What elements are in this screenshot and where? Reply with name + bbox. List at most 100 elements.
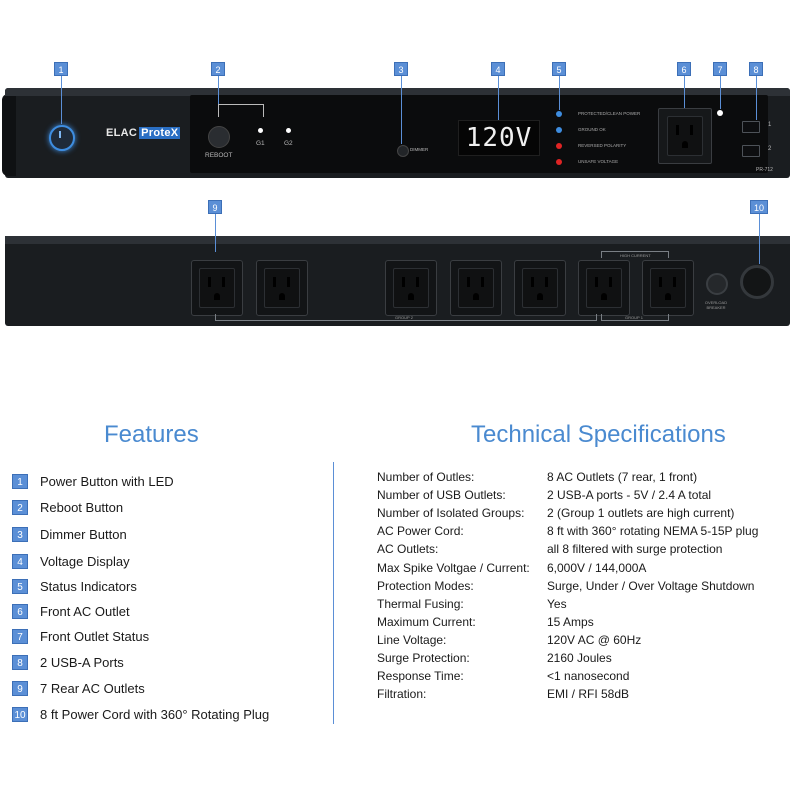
outlet-slot: [467, 277, 470, 287]
rear-outlet[interactable]: [514, 260, 566, 316]
outlet-slot: [402, 277, 405, 287]
power-button[interactable]: [49, 125, 75, 151]
outlet-slot: [676, 125, 679, 135]
outlet-ground: [214, 293, 220, 300]
rear-outlet[interactable]: [450, 260, 502, 316]
outlet-face: [522, 268, 558, 308]
feature-number: 2: [12, 500, 28, 515]
feature-text: 7 Rear AC Outlets: [40, 681, 145, 696]
brand-highlight: ProteX: [139, 127, 181, 139]
callout-leader: [684, 76, 685, 108]
dimmer-button[interactable]: [397, 145, 409, 157]
features-title: Features: [104, 421, 199, 448]
voltage-display: 120V: [458, 120, 540, 156]
outlet-face: [650, 268, 686, 308]
spec-value: 2160 Joules: [547, 651, 612, 665]
spec-value: 6,000V / 144,000A: [547, 560, 647, 575]
outlet-ground: [279, 293, 285, 300]
feature-text: 2 USB-A Ports: [40, 655, 124, 670]
spec-label: Filtration:: [377, 687, 427, 702]
callout-marker-6: 6: [677, 62, 691, 76]
dimmer-label: DIMMER: [410, 147, 429, 152]
callout-leader: [559, 76, 560, 110]
outlet-face: [264, 268, 300, 308]
feature-text: Voltage Display: [40, 554, 130, 569]
callout-marker-9: 9: [208, 200, 222, 214]
spec-label: AC Outlets:: [377, 542, 439, 557]
feature-text: 8 ft Power Cord with 360° Rotating Plug: [40, 707, 270, 722]
usb-port-2[interactable]: [742, 145, 760, 157]
rear-outlet[interactable]: [642, 260, 694, 316]
feature-number: 4: [12, 554, 28, 569]
g2-led: [286, 128, 291, 133]
rear-outlet[interactable]: [578, 260, 630, 316]
feature-number: 9: [12, 681, 28, 696]
power-cord-plug[interactable]: [740, 265, 774, 299]
feature-number: 1: [12, 474, 28, 489]
rear-outlet[interactable]: [256, 260, 308, 316]
callout-leader: [61, 76, 62, 124]
callout-leader: [759, 214, 760, 264]
overload-breaker[interactable]: [706, 273, 728, 295]
usb-label-2: 2: [768, 146, 772, 152]
group-bracket: [218, 104, 264, 117]
outlet-ground: [682, 141, 688, 148]
reboot-button[interactable]: [208, 126, 230, 148]
feature-number: 3: [12, 527, 28, 542]
spec-value: 15 Amps: [547, 614, 594, 629]
feature-text: Dimmer Button: [40, 527, 127, 542]
callout-marker-2: 2: [211, 62, 225, 76]
feature-number: 10: [12, 707, 28, 722]
feature-number: 8: [12, 655, 28, 670]
outlet-slot: [481, 277, 484, 287]
callout-marker-3: 3: [394, 62, 408, 76]
spec-value: 8 AC Outlets (7 rear, 1 front): [547, 470, 698, 484]
high-current-bracket: [601, 251, 669, 258]
usb-port-1[interactable]: [742, 121, 760, 133]
status-label-polarity: REVERSED POLARITY: [578, 143, 627, 148]
status-led-unsafe: [556, 159, 562, 165]
outlet-slot: [222, 277, 225, 287]
reboot-label: REBOOT: [205, 152, 233, 159]
rear-outlet[interactable]: [385, 260, 437, 316]
front-ac-outlet[interactable]: [658, 108, 712, 164]
status-label-protected: PROTECTED/CLEAN POWER: [578, 111, 641, 116]
spec-value: Surge, Under / Over Voltage Shutdown: [547, 578, 755, 593]
g1-led: [258, 128, 263, 133]
outlet-slot: [531, 277, 534, 287]
spec-value: <1 nanosecond: [547, 669, 630, 684]
status-label-ground: GROUND OK: [578, 127, 606, 132]
outlet-face: [586, 268, 622, 308]
spec-label: Protection Modes:: [377, 578, 474, 593]
callout-marker-10: 10: [750, 200, 768, 214]
outlet-ground: [537, 293, 543, 300]
outlet-face: [393, 268, 429, 308]
brand-name: ELAC: [106, 127, 138, 139]
outlet-slot: [595, 277, 598, 287]
outlet-slot: [673, 277, 676, 287]
spec-label: Line Voltage:: [377, 632, 447, 647]
outlet-ground: [408, 293, 414, 300]
outlet-slot: [287, 277, 290, 287]
spec-value: 8 ft with 360° rotating NEMA 5-15P plug: [547, 524, 759, 539]
outlet-ground: [601, 293, 607, 300]
g1-label: G1: [256, 140, 265, 147]
status-label-unsafe: UNSAFE VOLTAGE: [578, 159, 619, 164]
rear-outlet[interactable]: [191, 260, 243, 316]
spec-label: Surge Protection:: [377, 651, 470, 665]
outlet-slot: [273, 277, 276, 287]
front-left-bevel: [2, 94, 16, 176]
breaker-label: OVERLOAD BREAKER: [704, 300, 728, 310]
outlet-ground: [473, 293, 479, 300]
outlet-slot: [690, 125, 693, 135]
outlet-slot: [609, 277, 612, 287]
usb-label-1: 1: [768, 122, 772, 128]
spec-label: Maximum Current:: [377, 614, 476, 629]
status-led-ground: [556, 127, 562, 133]
feature-text: Status Indicators: [40, 579, 137, 594]
front-outlet-status-led: [717, 110, 723, 116]
feature-text: Front Outlet Status: [40, 629, 150, 644]
callout-marker-4: 4: [491, 62, 505, 76]
outlet-ground: [665, 293, 671, 300]
